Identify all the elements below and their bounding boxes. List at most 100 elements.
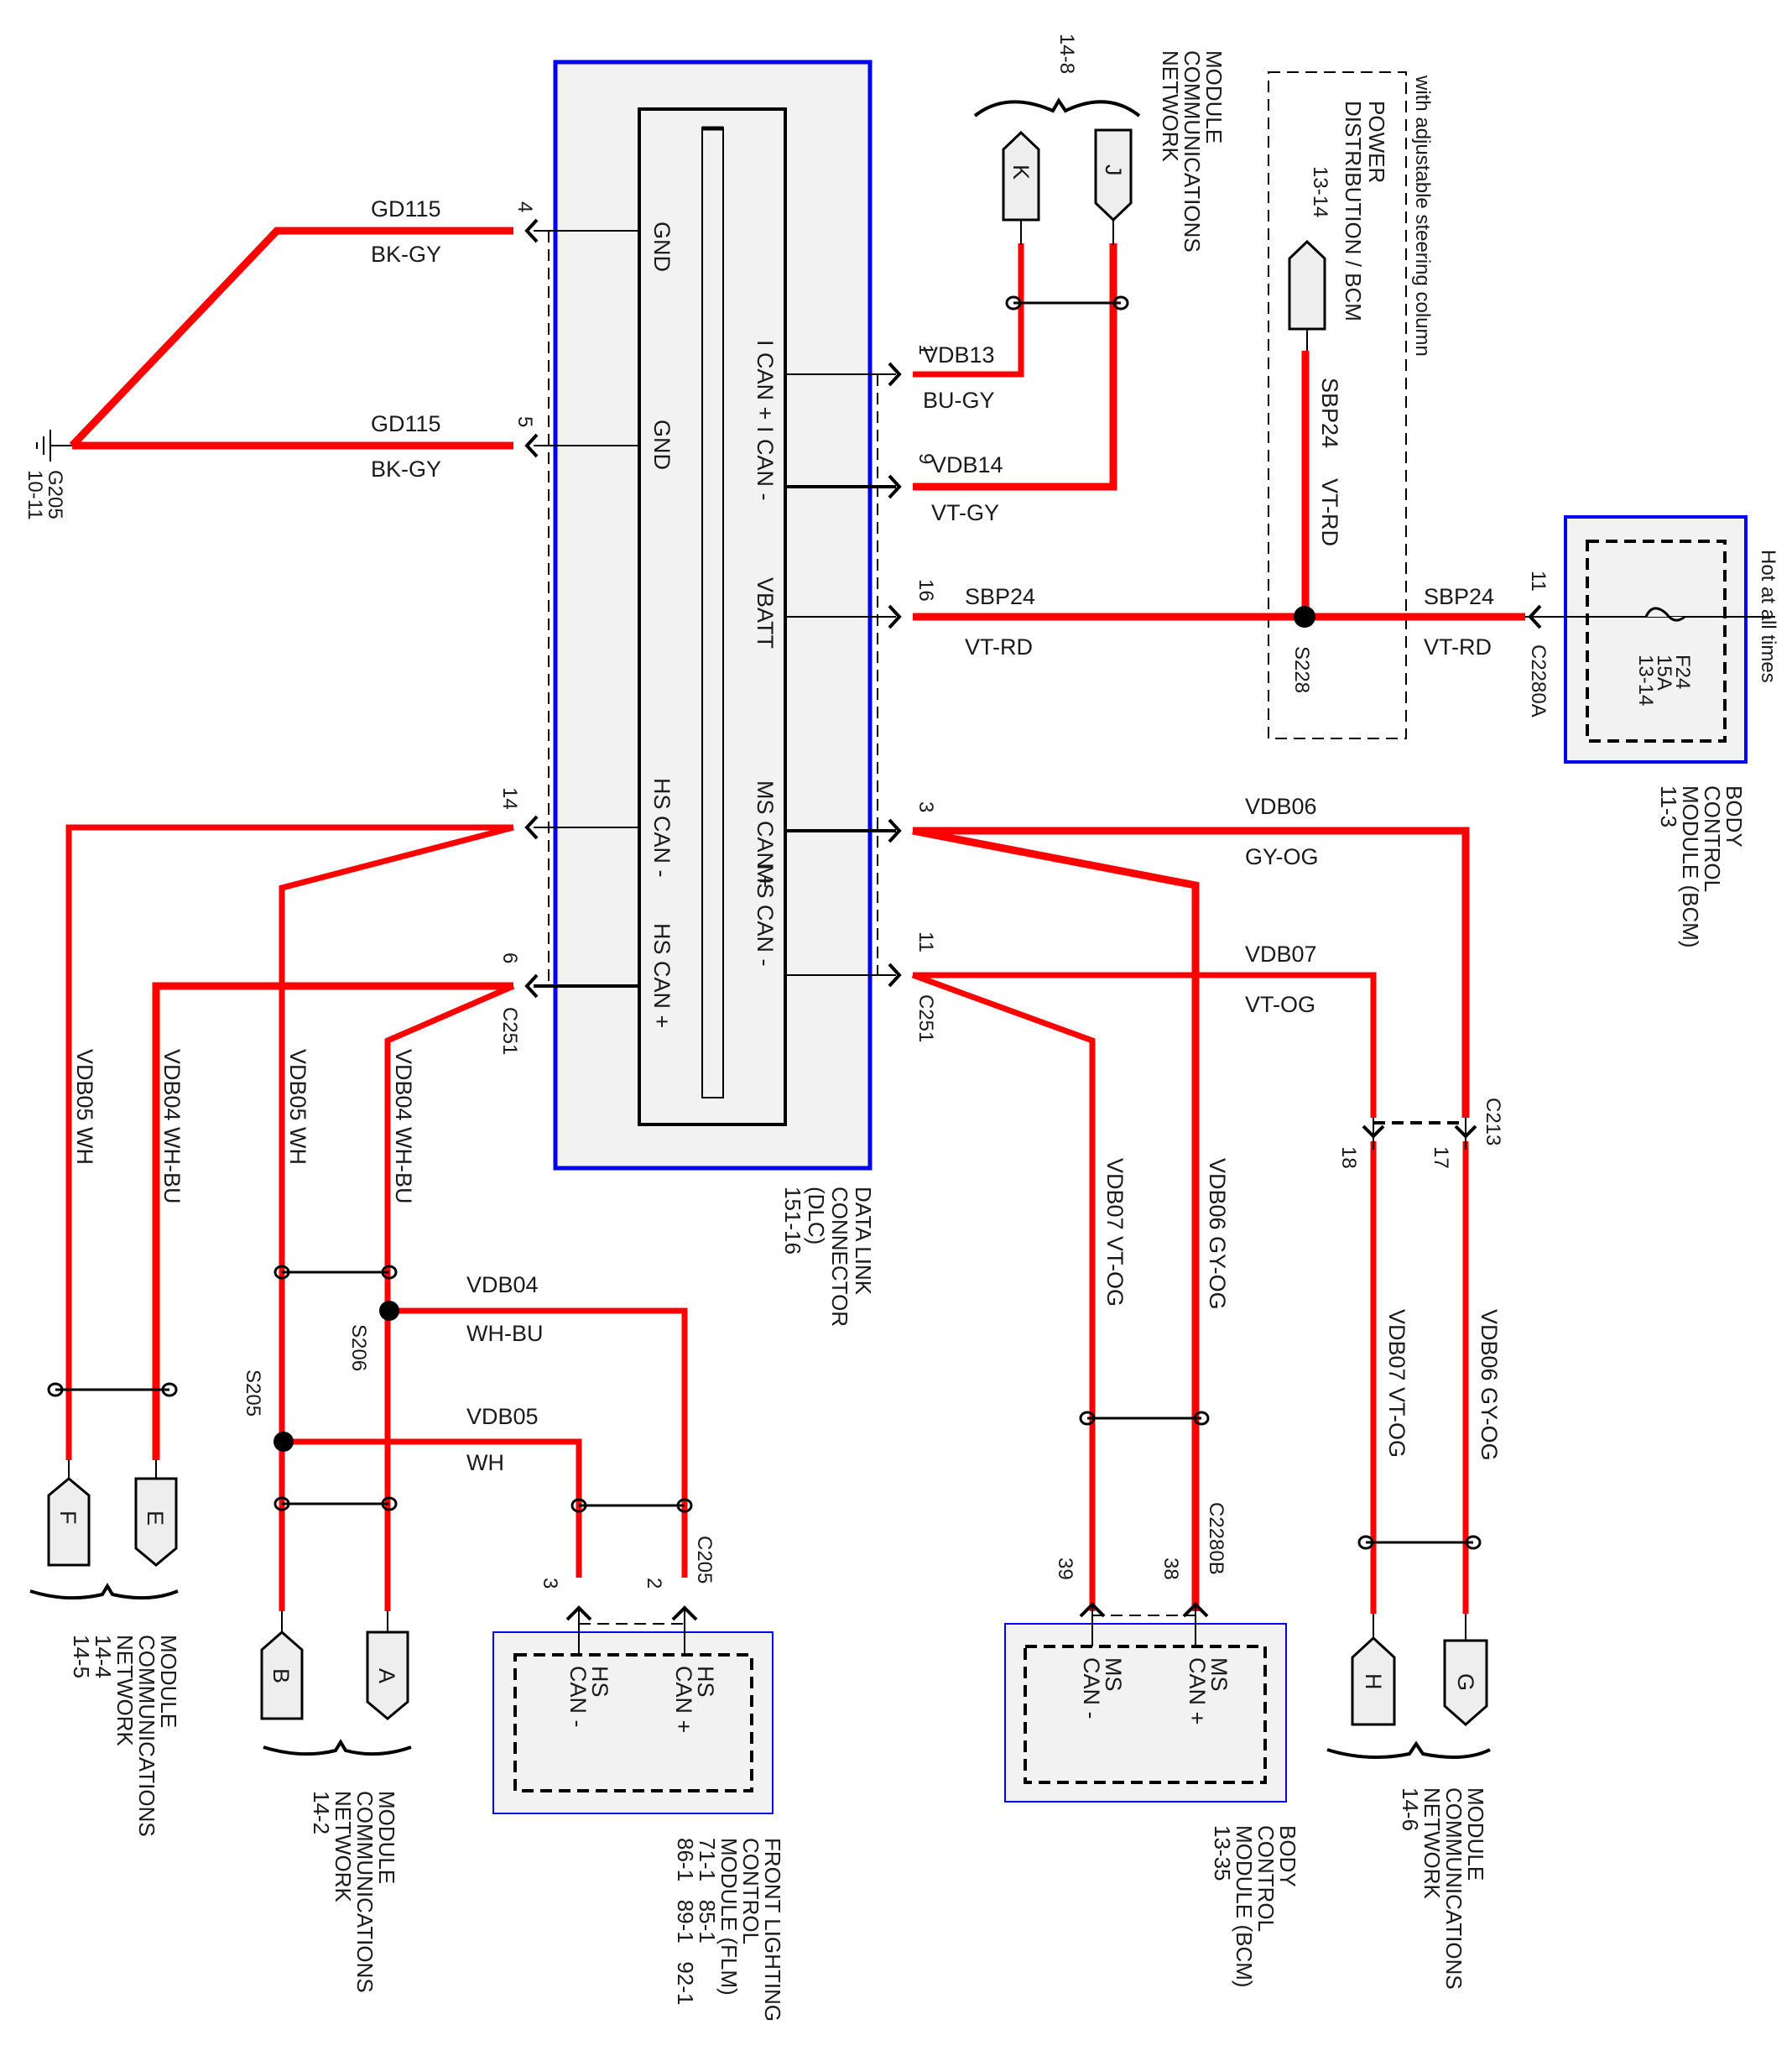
wire-label-vdb05-wh-1: VDB05 WH bbox=[72, 1049, 97, 1165]
svg-text:COMMUNICATIONS: COMMUNICATIONS bbox=[1180, 50, 1205, 253]
wire-label-vdb05-flm: VDB05 bbox=[466, 1404, 539, 1429]
connector-k-label: K bbox=[1008, 164, 1034, 180]
dlc-slot bbox=[701, 127, 724, 1098]
svg-text:COMMUNICATIONS: COMMUNICATIONS bbox=[134, 1635, 159, 1837]
hs-can-wires[interactable] bbox=[65, 824, 688, 1611]
network-left-title: MODULE COMMUNICATIONS NETWORK 14-4 14-5 bbox=[69, 1635, 181, 1837]
pin-number-3-flm: 3 bbox=[539, 1578, 561, 1589]
wire-label-gd115-1: GD115 bbox=[371, 196, 441, 222]
svg-text:BODY: BODY bbox=[1275, 1825, 1300, 1887]
power-dist-page: 13-14 bbox=[1309, 166, 1331, 217]
wire-color-bugy: BU-GY bbox=[923, 388, 995, 413]
pin-number-9: 9 bbox=[914, 453, 937, 464]
network-connector-a[interactable]: A bbox=[366, 1631, 409, 1720]
dlc-pin-label-ms-can-plus: MS CAN + bbox=[753, 780, 778, 888]
connector-e-label: E bbox=[143, 1511, 168, 1526]
wire-color-vtrd-1: VT-RD bbox=[965, 634, 1033, 660]
splice-s206-label: S206 bbox=[347, 1324, 370, 1371]
svg-text:MODULE: MODULE bbox=[374, 1791, 399, 1884]
svg-text:NETWORK: NETWORK bbox=[331, 1791, 356, 1903]
wire-label-vdb04-whbu-2: VDB04 WH-BU bbox=[391, 1049, 416, 1204]
pin-number-1: 1 bbox=[914, 344, 937, 355]
brace-icon bbox=[1326, 1740, 1491, 1759]
power-dist-color: VT-RD bbox=[1317, 478, 1342, 546]
hot-at-all-times: Hot at all times bbox=[1757, 550, 1779, 683]
dlc-pin-label-i-can-minus: I CAN - bbox=[753, 426, 778, 501]
bcm-top-inner bbox=[1586, 540, 1727, 743]
svg-text:14-6: 14-6 bbox=[1398, 1787, 1423, 1831]
ground-wires[interactable] bbox=[69, 227, 513, 450]
pin-number-16: 16 bbox=[914, 579, 937, 602]
connector-f-label: F bbox=[55, 1511, 81, 1525]
right-connector-arrows bbox=[888, 362, 902, 988]
svg-text:MODULE (FLM): MODULE (FLM) bbox=[716, 1838, 742, 1996]
svg-text:CONTROL: CONTROL bbox=[1253, 1825, 1279, 1932]
pin-number-18: 18 bbox=[1337, 1146, 1360, 1169]
connector-c2280b: C2280B bbox=[1205, 1502, 1227, 1575]
network-top-title: MODULE COMMUNICATIONS NETWORK bbox=[1158, 50, 1227, 253]
network-connector-j[interactable]: J bbox=[1094, 128, 1133, 222]
pin-number-2-flm: 2 bbox=[643, 1578, 665, 1589]
wire-color-wh-flm: WH bbox=[466, 1450, 504, 1475]
power-dist-title-1: POWER bbox=[1364, 101, 1389, 183]
wire-label-vdb06: VDB06 bbox=[1245, 794, 1317, 819]
network-connector-e[interactable]: E bbox=[134, 1477, 178, 1567]
dlc-pin-label-ms-can-minus: MS CAN - bbox=[753, 864, 778, 967]
dlc-module[interactable] bbox=[553, 60, 873, 1171]
svg-text:14-2: 14-2 bbox=[309, 1791, 334, 1834]
twisted-pair-icon bbox=[1005, 295, 1129, 310]
bcm-bottom-module[interactable] bbox=[1004, 1602, 1287, 1803]
wire-color-whbu-flm: WH-BU bbox=[466, 1321, 543, 1346]
svg-text:NETWORK: NETWORK bbox=[1420, 1787, 1445, 1900]
wire-label-gd115-2: GD115 bbox=[371, 411, 441, 436]
flm-title: FRONT LIGHTING CONTROL MODULE (FLM) 71-1… bbox=[673, 1838, 785, 2022]
pin-number-14: 14 bbox=[498, 787, 521, 810]
bcm-pin-ms-can-plus-1: MS bbox=[1206, 1657, 1232, 1692]
svg-text:DATA LINK: DATA LINK bbox=[851, 1187, 876, 1296]
connector-c2280a: C2280A bbox=[1527, 644, 1550, 717]
pin-number-3: 3 bbox=[914, 801, 937, 812]
svg-text:86-1 89-1 92-1: 86-1 89-1 92-1 bbox=[673, 1838, 698, 2005]
svg-text:11-3: 11-3 bbox=[1656, 785, 1681, 827]
wire-label-vdb07-vtog-2: VDB07 VT-OG bbox=[1384, 1309, 1409, 1458]
fuse-name: F24 bbox=[1671, 655, 1694, 689]
bcm-top-box bbox=[1564, 515, 1748, 764]
network-connector-f[interactable]: F bbox=[47, 1477, 91, 1567]
network-connector-b[interactable]: B bbox=[260, 1631, 304, 1720]
svg-text:CONTROL: CONTROL bbox=[738, 1838, 763, 1944]
power-distribution-box bbox=[1268, 71, 1407, 739]
dlc-pin-label-hs-can-plus: HS CAN + bbox=[649, 923, 675, 1028]
bcm-top-module[interactable] bbox=[1564, 515, 1775, 764]
svg-text:CONTROL: CONTROL bbox=[1700, 785, 1725, 892]
wire-label-vdb04-flm: VDB04 bbox=[466, 1272, 539, 1297]
network-connector-k[interactable]: K bbox=[1002, 130, 1040, 222]
network-connector-h[interactable]: H bbox=[1351, 1636, 1396, 1726]
brace-icon bbox=[29, 1583, 179, 1600]
pin-number-39: 39 bbox=[1054, 1557, 1076, 1580]
wire-color-bkgy-1: BK-GY bbox=[371, 242, 441, 267]
wire-label-vdb07: VDB07 bbox=[1245, 942, 1317, 967]
power-dist-connector[interactable] bbox=[1288, 239, 1326, 331]
svg-text:FRONT LIGHTING: FRONT LIGHTING bbox=[760, 1838, 785, 2022]
ms-can-wires[interactable] bbox=[911, 827, 1470, 1614]
svg-text:COMMUNICATIONS: COMMUNICATIONS bbox=[352, 1791, 378, 1993]
connector-h-label: H bbox=[1361, 1673, 1386, 1690]
svg-text:NETWORK: NETWORK bbox=[1158, 50, 1183, 163]
i-can-wires[interactable] bbox=[913, 243, 1117, 491]
bcm-pin-ms-can-plus-2: CAN + bbox=[1185, 1657, 1210, 1724]
svg-text:MODULE: MODULE bbox=[1201, 50, 1227, 143]
svg-text:NETWORK: NETWORK bbox=[112, 1635, 138, 1747]
power-dist-note: with adjustable steering column bbox=[1411, 75, 1434, 357]
wire-label-vdb13: VDB13 bbox=[923, 342, 995, 368]
svg-text:(DLC): (DLC) bbox=[804, 1187, 829, 1244]
splice-s206-icon bbox=[379, 1301, 399, 1321]
svg-text:COMMUNICATIONS: COMMUNICATIONS bbox=[1441, 1787, 1466, 1990]
brace-icon bbox=[973, 97, 1141, 117]
flm-pin-hs-can-minus-1: HS bbox=[587, 1666, 612, 1698]
bcm-pin-ms-can-minus-1: MS bbox=[1101, 1657, 1126, 1692]
flm-module[interactable] bbox=[492, 1605, 774, 1814]
network-connector-g[interactable]: G bbox=[1443, 1639, 1488, 1726]
c213-connector[interactable] bbox=[1362, 1118, 1477, 1150]
splice-s228-icon bbox=[1294, 606, 1315, 628]
